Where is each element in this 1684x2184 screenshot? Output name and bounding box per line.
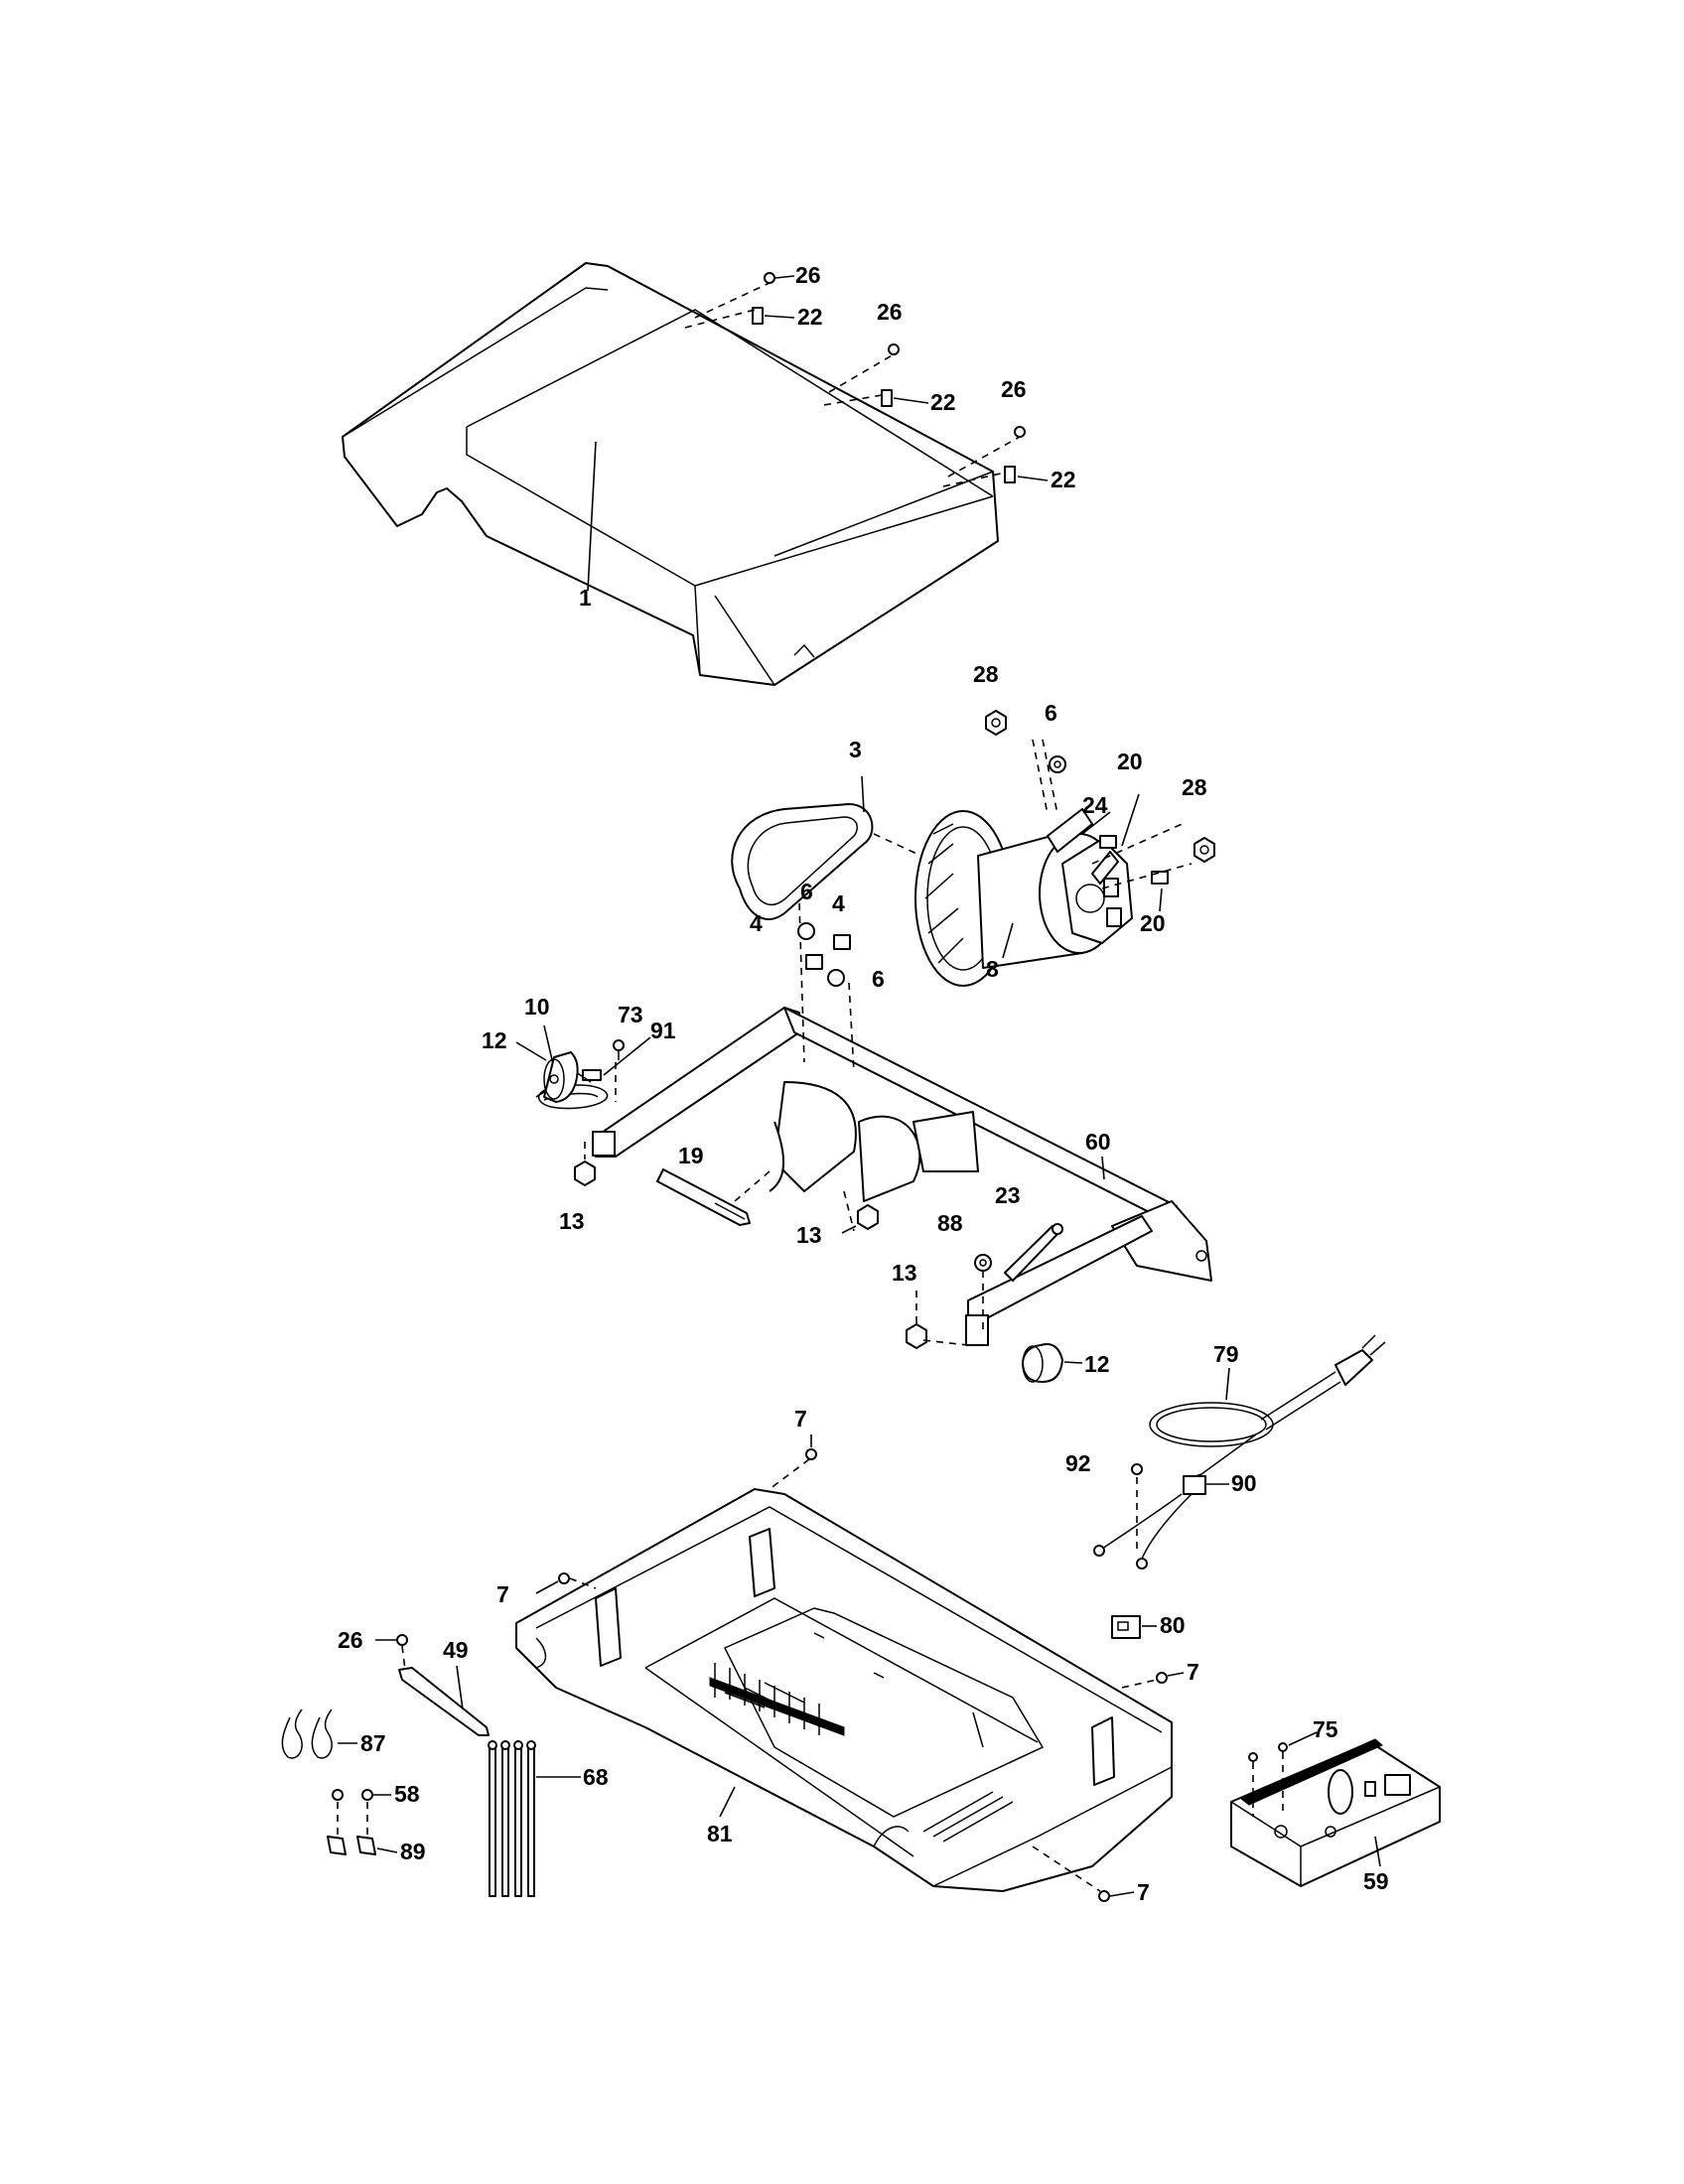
callout-92: 92: [1065, 1450, 1091, 1476]
callout-26-b: 26: [877, 299, 903, 325]
part-motor-base: [515, 1458, 1173, 1892]
callout-28-b: 28: [1182, 774, 1207, 800]
part-controller-board: [1230, 1731, 1441, 1887]
motor-fasteners: [985, 710, 1215, 912]
callout-22-a: 22: [797, 304, 823, 330]
callout-19: 19: [678, 1143, 704, 1168]
callout-1: 1: [579, 585, 592, 611]
part-tie-straps: [488, 1740, 581, 1897]
callout-68: 68: [583, 1764, 609, 1790]
callout-24: 24: [1082, 792, 1108, 818]
callout-22-c: 22: [1051, 467, 1076, 492]
callout-22-b: 22: [930, 389, 956, 415]
callout-91: 91: [650, 1018, 676, 1043]
callout-3: 3: [849, 737, 862, 762]
callout-60: 60: [1085, 1129, 1111, 1155]
callout-13-c: 13: [892, 1260, 917, 1286]
callout-20-b: 20: [1140, 910, 1166, 936]
callout-12-b: 12: [1084, 1351, 1110, 1377]
callout-7-b: 7: [496, 1581, 509, 1607]
callout-58: 58: [394, 1781, 420, 1807]
callout-7-d: 7: [1137, 1879, 1150, 1905]
frame-rollers-and-nuts: [515, 1041, 1083, 1383]
callout-20-a: 20: [1117, 749, 1143, 774]
callout-12-a: 12: [482, 1027, 507, 1053]
frame-hardware: [582, 922, 851, 1102]
callout-13-a: 13: [559, 1208, 585, 1234]
part-motor-frame: [592, 902, 1212, 1346]
callout-26-a: 26: [795, 262, 821, 288]
callout-90: 90: [1231, 1470, 1257, 1496]
callout-7-c: 7: [1187, 1659, 1199, 1685]
hood-fasteners: [684, 272, 1049, 487]
callout-8: 8: [986, 956, 999, 982]
callout-4-b: 4: [750, 910, 763, 936]
callout-28-a: 28: [973, 661, 999, 687]
callout-87: 87: [360, 1730, 386, 1756]
callout-59: 59: [1363, 1868, 1389, 1894]
callout-88: 88: [937, 1210, 963, 1236]
part-circuit-breaker: [1111, 1615, 1157, 1639]
callout-6-c: 6: [872, 966, 885, 992]
callout-7-a: 7: [794, 1406, 807, 1432]
part-ground-wire: [375, 1634, 490, 1736]
part-screws-58-clips-89: [327, 1789, 398, 1855]
part-drive-belt: [731, 775, 939, 920]
callout-75: 75: [1313, 1716, 1338, 1742]
part-motor-hood: [342, 262, 999, 686]
callout-49: 49: [443, 1637, 469, 1663]
part-wire-ties-87: [281, 1708, 357, 1759]
base-hood-screws: [535, 1434, 1185, 1902]
part-drive-motor: [914, 808, 1133, 987]
callout-4-a: 4: [832, 890, 845, 916]
callout-89: 89: [400, 1839, 426, 1864]
callout-26-c: 26: [1001, 376, 1027, 402]
callout-23: 23: [995, 1182, 1021, 1208]
callout-26-d: 26: [338, 1627, 363, 1653]
callout-79: 79: [1213, 1341, 1239, 1367]
callout-labels: 26 22 26 22 26 22 1 28 6 3 20 28 24 20 6…: [338, 262, 1389, 1905]
callout-73: 73: [618, 1002, 643, 1027]
callout-13-b: 13: [796, 1222, 822, 1248]
callout-6-b: 6: [800, 879, 813, 904]
callout-6-a: 6: [1045, 700, 1057, 726]
callout-81: 81: [707, 1821, 733, 1846]
part-power-cord: [1093, 1334, 1386, 1570]
callout-80: 80: [1160, 1612, 1186, 1638]
callout-10: 10: [524, 994, 550, 1020]
